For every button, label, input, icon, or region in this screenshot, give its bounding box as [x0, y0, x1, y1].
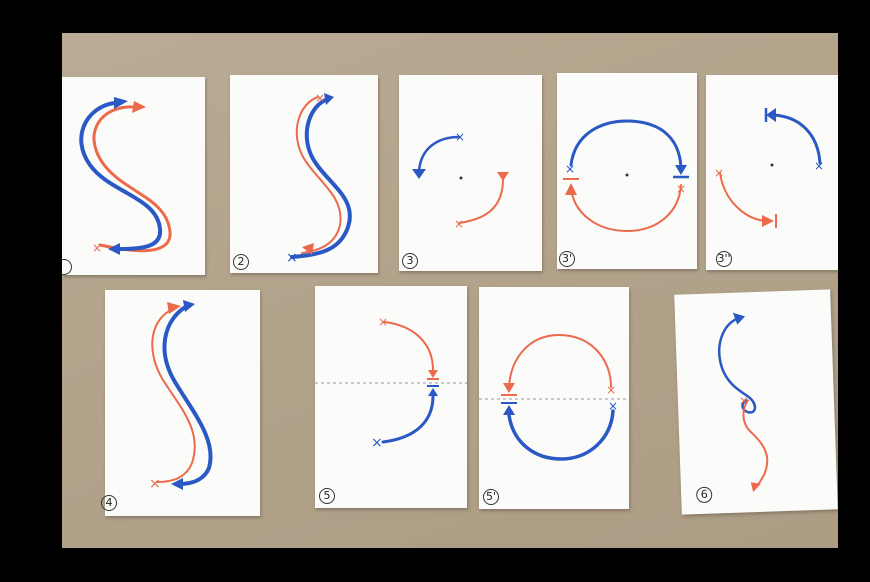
svg-text:×: × — [454, 217, 464, 231]
card-3-prime: × × 3' — [557, 73, 697, 269]
svg-text:×: × — [315, 91, 325, 105]
card-number: 4 — [101, 495, 117, 511]
svg-text:×: × — [714, 166, 724, 180]
card-3-double-prime: × × 3'' — [706, 75, 838, 270]
svg-text:×: × — [676, 182, 686, 196]
card-1-drawing: × — [62, 77, 205, 275]
card-5: × × 5 — [315, 286, 467, 508]
card-3-double-prime-drawing: × × — [706, 75, 838, 270]
svg-text:×: × — [455, 130, 465, 144]
card-4: × 4 — [105, 290, 260, 516]
card-number: 2 — [233, 254, 249, 270]
svg-text:×: × — [739, 393, 750, 407]
card-5-prime-drawing: × × — [479, 287, 629, 509]
card-2: × × 2 — [230, 75, 378, 273]
card-number: 5' — [483, 489, 499, 505]
svg-text:×: × — [814, 159, 824, 173]
svg-text:×: × — [378, 315, 388, 329]
svg-text:×: × — [608, 399, 618, 413]
svg-text:×: × — [606, 383, 616, 397]
photo-background: × × × 2 × × 3 × — [62, 33, 838, 548]
svg-text:×: × — [149, 476, 161, 492]
card-5-prime: × × 5' — [479, 287, 629, 509]
card-6: × 6 — [674, 289, 838, 514]
svg-text:×: × — [565, 162, 575, 176]
card-3: × × 3 — [399, 75, 542, 271]
card-number: 3'' — [716, 251, 732, 267]
card-number: 3 — [402, 253, 418, 269]
svg-text:×: × — [92, 241, 102, 255]
card-number: 5 — [319, 488, 335, 504]
svg-text:×: × — [371, 435, 383, 451]
card-4-drawing: × — [105, 290, 260, 516]
card-1: × — [62, 77, 205, 275]
card-5-drawing: × × — [315, 286, 467, 508]
card-2-drawing: × × — [230, 75, 378, 273]
card-3-prime-drawing: × × — [557, 73, 697, 269]
card-6-drawing: × — [674, 289, 838, 514]
card-number: 3' — [559, 251, 575, 267]
svg-text:×: × — [286, 250, 298, 266]
card-3-drawing: × × — [399, 75, 542, 271]
